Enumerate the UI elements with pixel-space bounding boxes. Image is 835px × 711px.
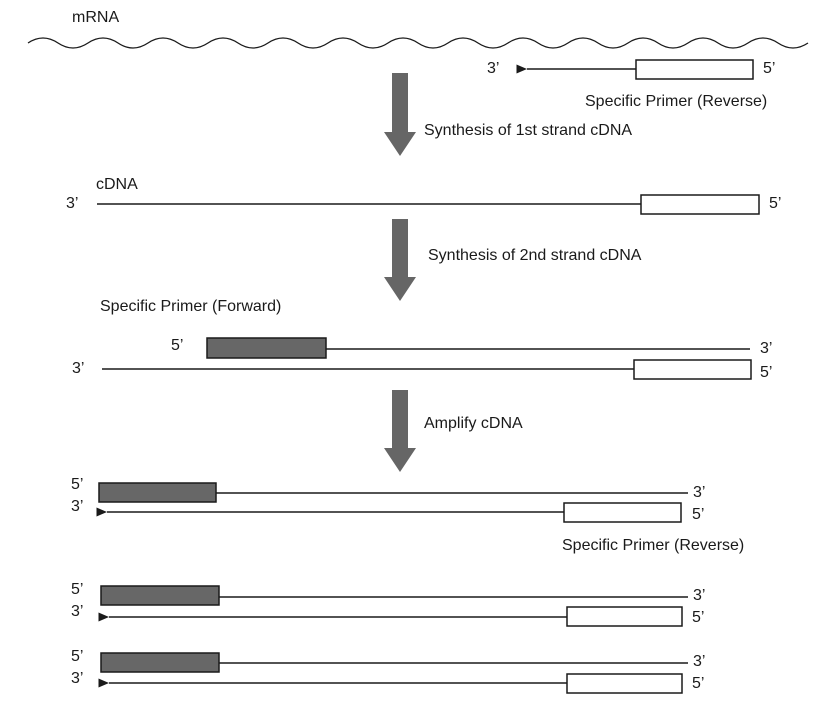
second-bottom-5-end: 5’ bbox=[760, 364, 773, 381]
amp1-top-3-end: 3’ bbox=[693, 484, 706, 501]
amp3-3-end: 3’ bbox=[71, 670, 84, 687]
cdna-5-end: 5’ bbox=[769, 195, 782, 212]
forward-primer-box bbox=[206, 337, 327, 359]
step1-label: Synthesis of 1st strand cDNA bbox=[424, 122, 633, 139]
reverse-primer-label: Specific Primer (Reverse) bbox=[585, 93, 768, 110]
mrna-label: mRNA bbox=[72, 9, 120, 26]
mrna-strand bbox=[27, 37, 809, 49]
amp3-5-end: 5’ bbox=[71, 648, 84, 665]
cdna-3-end: 3’ bbox=[66, 195, 79, 212]
reverse-primer-box bbox=[635, 59, 754, 80]
step3-label: Amplify cDNA bbox=[424, 415, 523, 432]
amp2-reverse-box bbox=[566, 606, 683, 627]
reverse-primer-label-2: Specific Primer (Reverse) bbox=[562, 537, 745, 554]
forward-primer-5-end: 5’ bbox=[171, 337, 184, 354]
amp2-3-end: 3’ bbox=[71, 603, 84, 620]
step2-label: Synthesis of 2nd strand cDNA bbox=[428, 247, 642, 264]
amp2-bottom-5-end: 5’ bbox=[692, 609, 705, 626]
mrna-primer-3-end: 3’ bbox=[487, 60, 500, 77]
down-arrow-2 bbox=[384, 219, 416, 301]
forward-primer-label: Specific Primer (Forward) bbox=[100, 298, 282, 315]
cdna-primer-box bbox=[640, 194, 760, 215]
amp2-forward-box bbox=[100, 585, 220, 606]
second-strand-reverse-box bbox=[633, 359, 752, 380]
down-arrow-1 bbox=[384, 73, 416, 156]
amp3-bottom-5-end: 5’ bbox=[692, 675, 705, 692]
amp2-5-end: 5’ bbox=[71, 581, 84, 598]
second-bottom-3-end: 3’ bbox=[72, 360, 85, 377]
amp1-reverse-box bbox=[563, 502, 682, 523]
amp2-top-3-end: 3’ bbox=[693, 587, 706, 604]
amp1-bottom-5-end: 5’ bbox=[692, 506, 705, 523]
amp1-3-end: 3’ bbox=[71, 498, 84, 515]
cdna-label: cDNA bbox=[96, 176, 138, 193]
amp3-reverse-box bbox=[566, 673, 683, 694]
mrna-primer-5-end: 5’ bbox=[763, 60, 776, 77]
down-arrow-3 bbox=[384, 390, 416, 472]
amp3-forward-box bbox=[100, 652, 220, 673]
amp1-forward-box bbox=[98, 482, 217, 503]
amp3-top-3-end: 3’ bbox=[693, 653, 706, 670]
second-top-3-end: 3’ bbox=[760, 340, 773, 357]
amp1-5-end: 5’ bbox=[71, 476, 84, 493]
